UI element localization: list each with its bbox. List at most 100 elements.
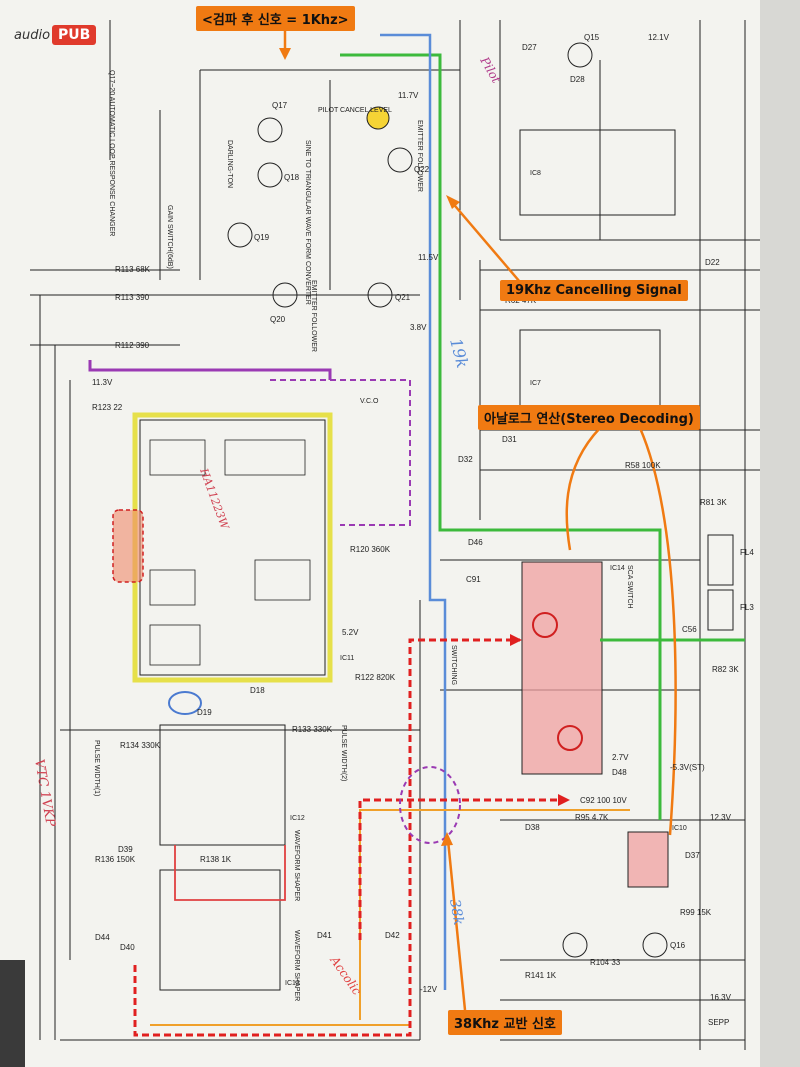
label-r113: R113 68K: [115, 265, 151, 274]
label-v27: 2.7V: [612, 753, 629, 762]
ic11-inner-box: [149, 569, 196, 606]
arrow-head: [446, 195, 460, 209]
label-r122: R122 820K: [355, 673, 396, 682]
label-waveform-shaper: WAVEFORM SHAPER: [293, 830, 300, 901]
callout-stereo-decoding: 아날로그 연산(Stereo Decoding): [478, 405, 700, 430]
label-r82: R82 3K: [712, 665, 739, 674]
label-ic10: IC10: [672, 825, 687, 832]
label-d48: D48: [612, 768, 627, 777]
label-r95: R95 4.7K: [575, 813, 609, 822]
label-d19: D19: [197, 708, 212, 717]
paper-dark-bottom-left: [0, 960, 25, 1067]
label-switching: SWITCHING: [450, 645, 457, 685]
label-d41: D41: [317, 931, 332, 940]
label-d39: D39: [118, 845, 133, 854]
orange-path: [359, 809, 630, 1020]
arrow-switching: [446, 839, 467, 1011]
label-waveform-shaper-2: WAVEFORM SHAPER: [293, 930, 300, 1001]
label-ic11: IC11: [340, 655, 354, 662]
label-r58: R58 100K: [625, 461, 661, 470]
ic12-block: [159, 724, 286, 846]
label-v123: 12.3V: [710, 813, 732, 822]
label-pulse-width-2: PULSE WIDTH(2): [340, 725, 347, 781]
label-d27: D27: [522, 43, 537, 52]
label-r133: R133 330K: [292, 725, 333, 734]
label-c56: C56: [682, 625, 697, 634]
label-auto-loop: Q17~20 AUTOMATIC LOOP RESPONSE CHANGER: [108, 70, 115, 236]
q19-transistor: [227, 222, 253, 248]
purple-path: [88, 360, 332, 380]
q18-transistor: [257, 162, 283, 188]
ic10-block: [627, 831, 669, 888]
label-d38: D38: [525, 823, 540, 832]
label-q21: Q21: [395, 293, 411, 302]
label-emitter-follower-2: EMITTER FOLLOWER: [310, 280, 317, 352]
schematic-labels: Q17~20 AUTOMATIC LOOP RESPONSE CHANGER P…: [92, 33, 754, 1027]
green-path: [340, 53, 662, 820]
q20-transistor: [272, 282, 298, 308]
arrow-cancel: [449, 199, 521, 283]
label-sca-switch: SCA SWITCH: [626, 565, 633, 609]
q17-transistor: [257, 117, 283, 143]
red-arrow-head: [558, 794, 570, 806]
label-d42: D42: [385, 931, 400, 940]
label-emitter-follower: EMITTER FOLLOWER: [416, 120, 423, 192]
ic11-inner-box: [254, 559, 311, 601]
label-r136: R136 150K: [95, 855, 136, 864]
callout-detected-signal: <검파 후 신호 = 1Khz>: [196, 6, 355, 31]
ic14-stereo-block: [521, 561, 603, 775]
purple-dashed-path: [270, 379, 411, 526]
ic11-inner-box: [149, 439, 206, 476]
arrow-stereo: [565, 427, 601, 551]
ic11-inner-box: [224, 439, 306, 476]
label-r138: R138 1K: [200, 855, 232, 864]
label-ic12: IC12: [290, 815, 305, 822]
label-r112: R112 390: [115, 341, 150, 350]
label-v53: -5.3V(ST): [670, 763, 705, 772]
brand-name: PUB: [52, 25, 97, 45]
label-d44: D44: [95, 933, 110, 942]
arrow-head: [279, 48, 291, 60]
label-pulse-width: PULSE WIDTH(1): [93, 740, 100, 796]
q22-transistor: [387, 147, 413, 173]
fl3-filter: [707, 589, 734, 631]
junction-circle: [399, 766, 461, 844]
label-v163: 16.3V: [710, 993, 732, 1002]
brand-logo: audio PUB: [14, 22, 97, 48]
label-d40: D40: [120, 943, 135, 952]
label-q16: Q16: [670, 941, 686, 950]
label-pilot-cancel: PILOT CANCEL LEVEL: [318, 107, 392, 114]
label-fl4: FL4: [740, 548, 754, 557]
label-ic13: IC13: [285, 980, 300, 987]
ic8-block: [519, 129, 676, 216]
label-v38: 3.8V: [410, 323, 427, 332]
paper-shadow-right: [760, 0, 800, 1067]
label-q17: Q17: [272, 101, 288, 110]
label-gain-switch: GAIN SWITCH(6dB): [166, 205, 173, 269]
label-q19: Q19: [254, 233, 270, 242]
label-q15: Q15: [584, 33, 600, 42]
label-r120: R120 360K: [350, 545, 391, 554]
label-darlington: DARLING-TON: [226, 140, 233, 188]
pilot-cancel-pot: [366, 106, 390, 130]
q16-transistor: [642, 932, 668, 958]
callout-cancel-signal: 19Khz Cancelling Signal: [500, 280, 688, 301]
label-sepp: SEPP: [708, 1018, 729, 1027]
label-q18: Q18: [284, 173, 300, 182]
q21-transistor: [367, 282, 393, 308]
brand-prefix: audio: [14, 27, 51, 43]
arrow-head: [441, 832, 453, 846]
red-dashed-path: [133, 638, 520, 1037]
red-arrow-head: [510, 634, 522, 646]
label-r113b: R113 390: [115, 293, 150, 302]
label-r134: R134 330K: [120, 741, 161, 750]
label-d37: D37: [685, 851, 700, 860]
blue-path: [380, 33, 447, 990]
label-d28: D28: [570, 75, 585, 84]
d19-highlight: [168, 691, 202, 715]
label-q22: Q22: [414, 165, 430, 174]
label-r81: R81 3K: [700, 498, 727, 507]
label-v117: 11.7V: [398, 91, 419, 100]
